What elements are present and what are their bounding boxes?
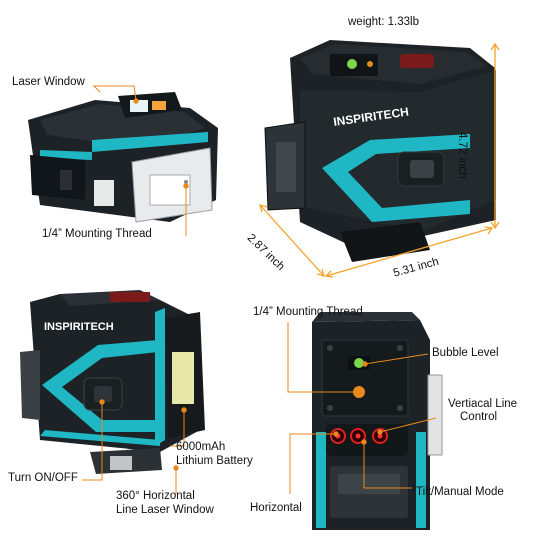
label-horizontal-window-2: Line Laser Window (116, 504, 214, 516)
leaders-bottom-left (82, 399, 187, 494)
label-vertical-line-2: Control (460, 411, 498, 423)
brand-logo-bottom-left: INSPIRITECH (44, 321, 114, 333)
label-vertical-line-1: Vertiacal Line (448, 398, 518, 410)
device-bottom-left: INSPIRITECH (20, 290, 205, 474)
label-battery-2: Lithium Battery (176, 455, 253, 467)
label-bubble-level: Bubble Level (432, 347, 499, 359)
leaders-top-left (92, 85, 189, 236)
label-horizontal: Horizontal (250, 502, 302, 514)
device-top-left (28, 92, 218, 223)
dimension-lines-top-right (259, 42, 500, 278)
label-mounting-thread-bottom: 1/4” Mounting Thread (253, 306, 363, 318)
label-laser-window: Laser Window (12, 76, 85, 88)
leaders-bottom-right (287, 322, 437, 494)
label-tilt-manual: Tilt/Manual Mode (416, 486, 504, 498)
label-mounting-thread-top: 1/4” Mounting Thread (42, 228, 152, 240)
label-turn-on-off: Turn ON/OFF (8, 472, 78, 484)
label-weight: weight: 1.33lb (348, 16, 419, 28)
dimension-height: 4.72 inch (456, 132, 468, 179)
device-top-right: INSPIRITECH (264, 40, 496, 262)
label-horizontal-window-1: 360° Horizontal (116, 490, 195, 502)
label-battery-1: 6000mAh (176, 441, 226, 453)
